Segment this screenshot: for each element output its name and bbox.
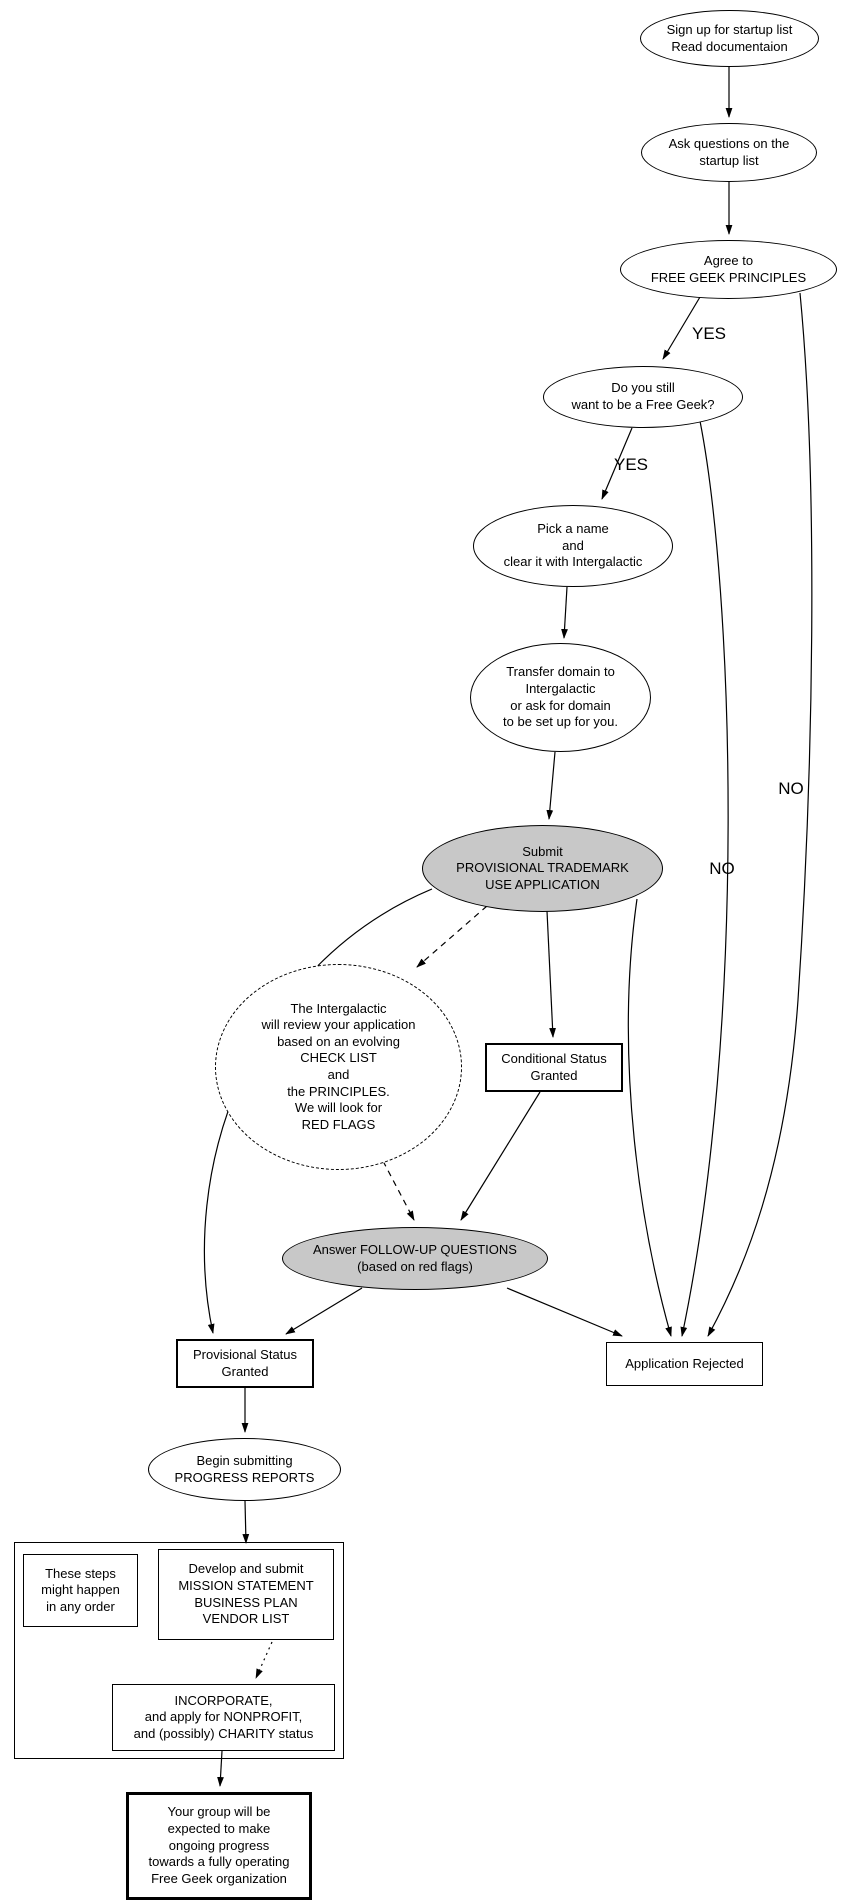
- node-transfer-domain: Transfer domain to Intergalactic or ask …: [470, 643, 651, 752]
- node-goal-operating-organization: Your group will be expected to make ongo…: [126, 1792, 312, 1900]
- edge-conditional-answer: [460, 1091, 541, 1221]
- node-still-want: Do you still want to be a Free Geek?: [543, 366, 743, 428]
- edge-answer-provisional: [285, 1287, 363, 1335]
- edge-pick-transfer: [561, 586, 568, 639]
- cluster-any-order-steps: [14, 1542, 344, 1759]
- node-agree-principles: Agree to FREE GEEK PRINCIPLES: [620, 240, 837, 299]
- edge-review-answer: [382, 1160, 415, 1221]
- node-any-order-note: These steps might happen in any order: [23, 1554, 138, 1627]
- node-signup: Sign up for startup list Read documentai…: [640, 10, 819, 67]
- edge-submit-review: [416, 905, 488, 968]
- node-ask-questions: Ask questions on the startup list: [641, 123, 817, 182]
- edge-label-agree-no: NO: [778, 779, 804, 798]
- edge-label-still-yes: YES: [613, 455, 649, 474]
- node-provisional-status-granted: Provisional Status Granted: [176, 1339, 314, 1388]
- node-submit-trademark-application: Submit PROVISIONAL TRADEMARK USE APPLICA…: [422, 825, 663, 912]
- edge-progress-develop: [242, 1500, 250, 1544]
- node-progress-reports: Begin submitting PROGRESS REPORTS: [148, 1438, 341, 1501]
- node-develop-submit-documents: Develop and submit MISSION STATEMENT BUS…: [158, 1549, 334, 1640]
- node-conditional-status-granted: Conditional Status Granted: [485, 1043, 623, 1092]
- edge-submit-conditional: [546, 910, 556, 1038]
- node-answer-followup-questions: Answer FOLLOW-UP QUESTIONS (based on red…: [282, 1227, 548, 1290]
- node-application-rejected: Application Rejected: [606, 1342, 763, 1386]
- edge-submit-rejected: [627, 898, 672, 1337]
- edge-agree-rejected-no: [707, 292, 813, 1337]
- edge-answer-rejected: [506, 1287, 623, 1337]
- node-incorporate-nonprofit: INCORPORATE, and apply for NONPROFIT, an…: [112, 1684, 335, 1751]
- edge-label-still-no: NO: [709, 859, 735, 878]
- edge-transfer-submit: [546, 751, 556, 820]
- node-pick-name: Pick a name and clear it with Intergalac…: [473, 505, 673, 587]
- edge-label-agree-yes: YES: [691, 324, 727, 343]
- node-intergalactic-review: The Intergalactic will review your appli…: [215, 964, 462, 1170]
